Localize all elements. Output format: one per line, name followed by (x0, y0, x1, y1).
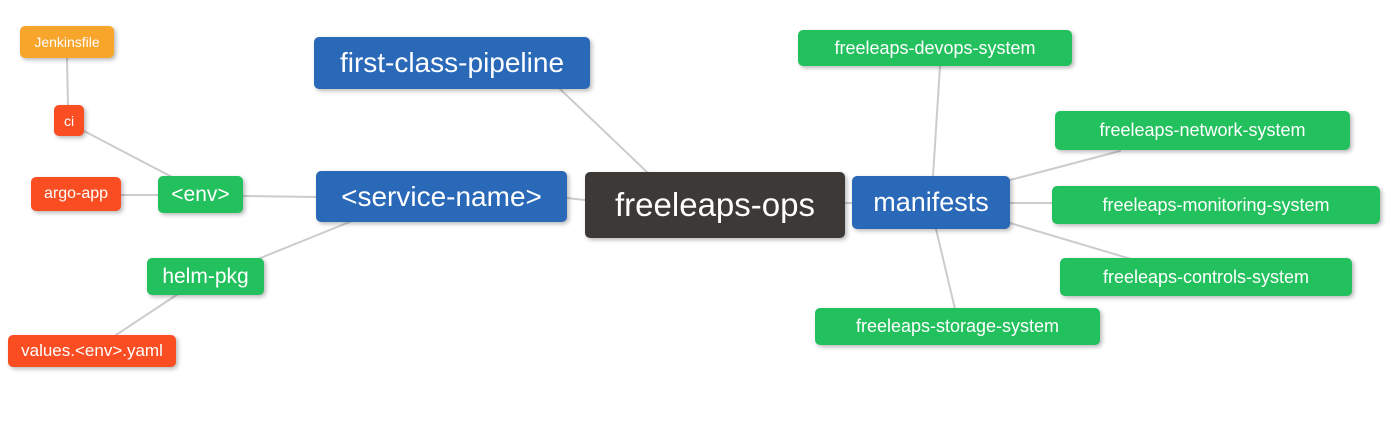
node-env[interactable]: <env> (158, 176, 243, 213)
node-service-name[interactable]: <service-name> (316, 171, 567, 222)
node-freeleaps-storage-system[interactable]: freeleaps-storage-system (815, 308, 1100, 345)
edge-helm-pkg-to-service-name (257, 220, 353, 260)
node-freeleaps-devops-system[interactable]: freeleaps-devops-system (798, 30, 1072, 66)
node-helm-pkg[interactable]: helm-pkg (147, 258, 264, 295)
edge-manifests-to-freeleaps-storage-system (935, 228, 956, 310)
edge-jenkinsfile-to-ci (66, 57, 69, 106)
node-argo-app[interactable]: argo-app (31, 177, 121, 211)
node-manifests[interactable]: manifests (852, 176, 1010, 229)
edge-ci-to-env (83, 130, 173, 178)
edge-values-env-yaml-to-helm-pkg (115, 293, 179, 336)
node-jenkinsfile[interactable]: Jenkinsfile (20, 26, 114, 58)
node-freeleaps-ops[interactable]: freeleaps-ops (585, 172, 845, 238)
node-ci[interactable]: ci (54, 105, 84, 136)
edge-manifests-to-freeleaps-controls-system (1009, 222, 1132, 260)
edge-first-class-pipeline-to-freeleaps-ops (559, 88, 649, 174)
edge-service-name-to-freeleaps-ops (566, 197, 586, 201)
node-first-class-pipeline[interactable]: first-class-pipeline (314, 37, 590, 89)
node-freeleaps-monitoring-system[interactable]: freeleaps-monitoring-system (1052, 186, 1380, 224)
edge-manifests-to-freeleaps-network-system (1009, 150, 1121, 181)
edge-env-to-service-name (242, 195, 317, 198)
edge-manifests-to-freeleaps-devops-system (932, 65, 941, 177)
node-freeleaps-network-system[interactable]: freeleaps-network-system (1055, 111, 1350, 150)
node-freeleaps-controls-system[interactable]: freeleaps-controls-system (1060, 258, 1352, 296)
node-values-env-yaml[interactable]: values.<env>.yaml (8, 335, 176, 367)
